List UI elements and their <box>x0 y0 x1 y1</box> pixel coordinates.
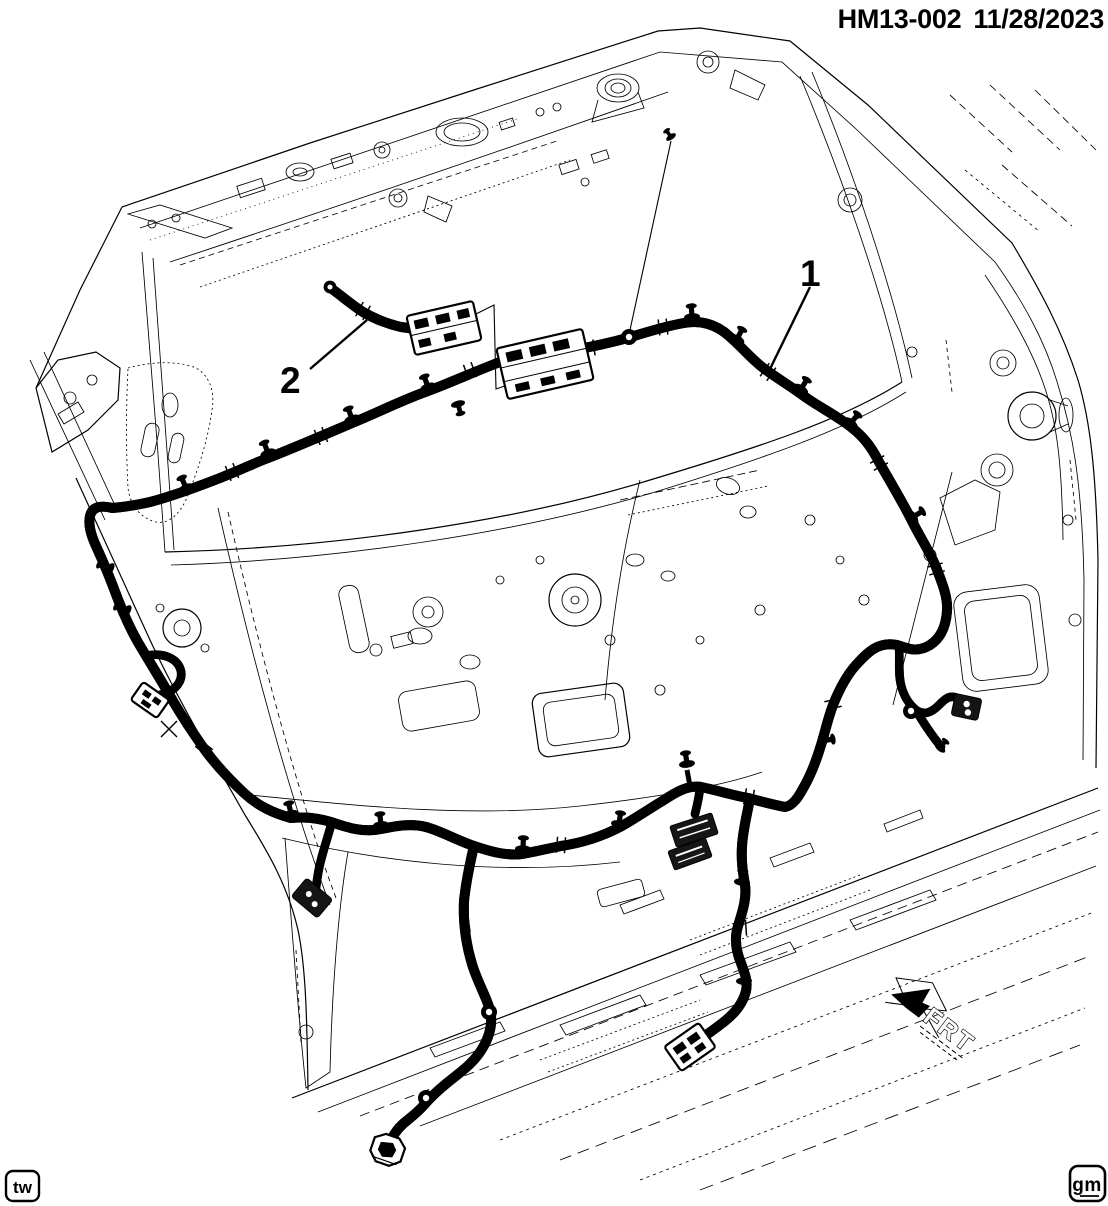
document-id: HM13-002 <box>838 4 962 34</box>
harness-junction <box>684 769 705 819</box>
frt-direction-indicator: FRT <box>885 977 981 1061</box>
connector-stack-lower <box>667 837 713 871</box>
harness-right-pigtail <box>894 640 967 752</box>
harness-item2-jumper <box>323 280 425 334</box>
frt-label: FRT <box>918 1002 980 1058</box>
harness-connectors <box>130 300 982 1167</box>
callout-1-leader <box>767 286 812 372</box>
tw-badge: tw <box>4 1169 41 1203</box>
connector-left-pigtail <box>130 681 170 719</box>
sill-band-details <box>291 787 1101 1191</box>
harness-bottom-drop <box>693 794 755 1046</box>
harness-main-loop <box>89 322 947 854</box>
callouts: 1 2 <box>280 253 821 401</box>
connector-right-pigtail <box>951 693 982 721</box>
header-text: HM13-002 11/28/2023 <box>838 4 1105 34</box>
wiring-harness <box>89 125 982 1167</box>
harness-sleeve-marks <box>160 301 946 938</box>
callout-2-label: 2 <box>280 360 301 401</box>
frt-arrow-icon <box>891 988 931 1018</box>
clip-leader-line <box>629 140 672 331</box>
tw-badge-label: tw <box>13 1178 33 1197</box>
connector-left-drop <box>369 1132 407 1167</box>
callout-1-label: 1 <box>800 253 821 294</box>
connector-stack-upper <box>669 812 719 848</box>
connector-item2 <box>405 300 483 356</box>
connector-main <box>495 328 595 400</box>
drawing-header: HM13-002 11/28/2023 <box>838 4 1105 34</box>
document-date: 11/28/2023 <box>973 4 1104 34</box>
window-opening <box>141 71 913 566</box>
liftgate-outer-shell <box>35 27 1099 1091</box>
harness-left-drop <box>385 841 491 1148</box>
gm-logo-badge: gm <box>1068 1164 1107 1203</box>
connector-small-left <box>291 878 333 918</box>
harness-small-drop <box>311 817 337 893</box>
lower-left-trim <box>284 837 349 1089</box>
connector-bottom-drop <box>664 1022 716 1072</box>
spoiler-band-details <box>126 50 1097 288</box>
callout-2-leader <box>309 319 368 370</box>
gm-logo-label: gm <box>1072 1175 1102 1196</box>
harness-clips <box>93 125 952 1106</box>
